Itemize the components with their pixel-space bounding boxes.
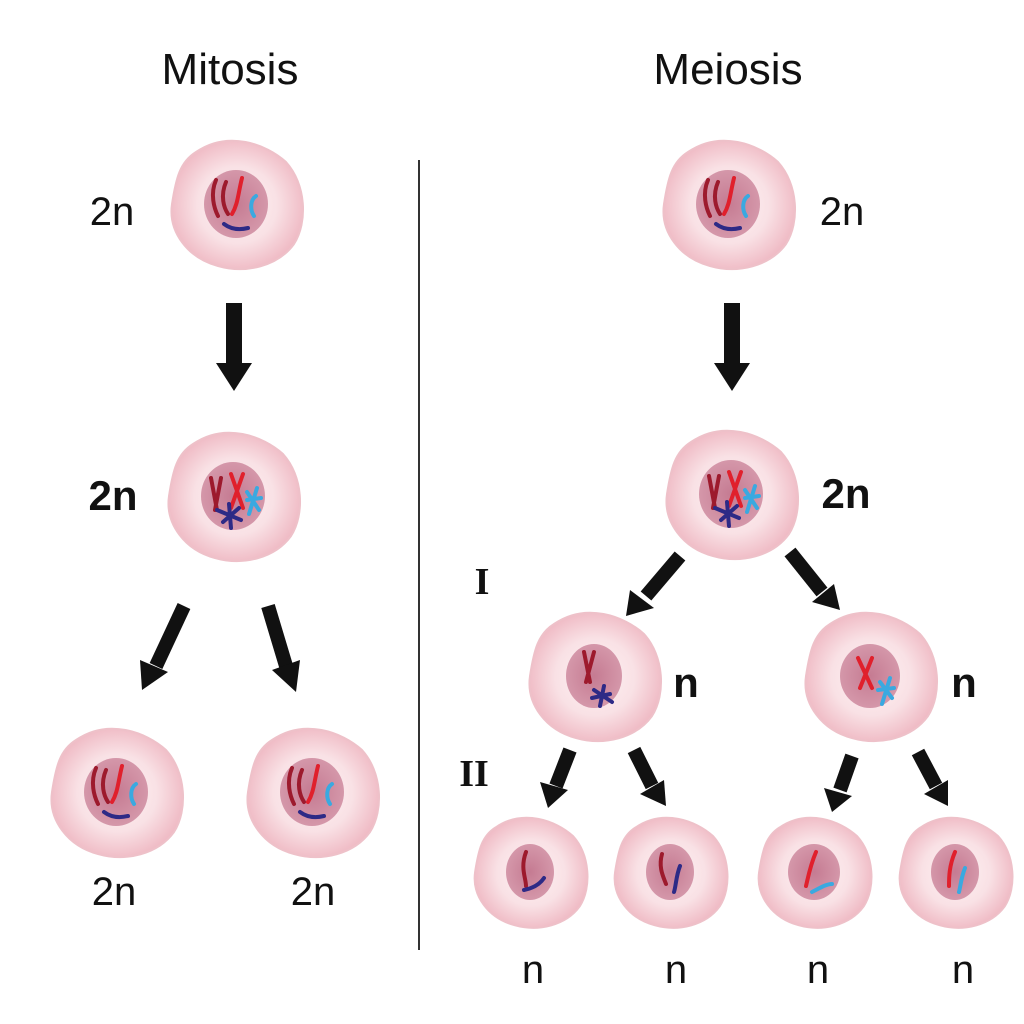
mitosis-parent-cell [170,139,305,271]
mitosis-daughter-cell-right [246,727,381,859]
meiosis-i-cell-left [528,611,663,743]
meiosis-parent-label: 2n [820,190,865,234]
meiosis-parent-cell [662,139,797,271]
meiosis-ii-arrow-2 [627,746,666,806]
meiosis-ii-cell-3 [757,816,873,929]
mitosis-daughter-left-label: 2n [92,870,137,914]
meiosis-replicated-label: 2n [821,470,870,517]
meiosis-stage-two-label: II [459,753,489,795]
meiosis-stage-one-label: I [475,561,490,603]
nucleus [931,844,979,900]
mitosis-arrow-right [261,603,300,692]
meiosis-ii-arrow-4 [911,748,948,806]
mitosis-replicated-cell [167,431,302,563]
mitosis-title: Mitosis [162,45,299,94]
meiosis-ii-label-1: n [522,948,544,992]
meiosis-i-right-label: n [951,659,977,706]
meiosis-title: Meiosis [653,45,802,94]
meiosis-ii-label-2: n [665,948,687,992]
meiosis-ii-arrow-3 [824,753,859,812]
meiosis-ii-arrow-1 [540,747,577,808]
meiosis-ii-cell-1 [473,816,589,929]
meiosis-ii-cell-2 [613,816,729,929]
mitosis-arrow-left [140,603,191,690]
meiosis-ii-label-4: n [952,948,974,992]
meiosis-ii-label-3: n [807,948,829,992]
mitosis-replicated-label: 2n [88,472,137,519]
meiosis-i-left-label: n [673,659,699,706]
meiosis-i-arrow-right [784,547,840,610]
meiosis-ii-cell-4 [898,816,1014,929]
mitosis-daughter-cell-left [50,727,185,859]
meiosis-replicated-cell [665,429,800,561]
mitosis-parent-label: 2n [90,190,135,234]
nucleus [646,844,694,900]
meiosis-i-cell-right [804,611,939,743]
nucleus [506,844,554,900]
nucleus [566,644,622,708]
mitosis-daughter-right-label: 2n [291,870,336,914]
mitosis-arrow-down [216,303,252,391]
meiosis-arrow-down [714,303,750,391]
meiosis-i-arrow-left [626,551,686,616]
